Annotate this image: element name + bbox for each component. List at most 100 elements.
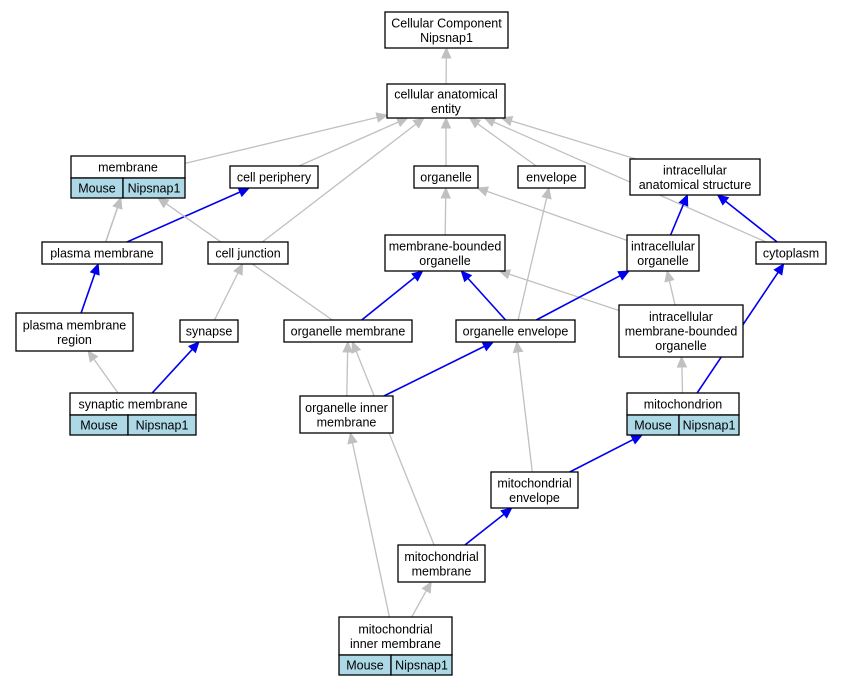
node-box-oim (299, 395, 394, 434)
edge-arrowhead-15 (233, 262, 244, 276)
node-box-celljunction (207, 241, 289, 265)
node-plasmamembrane[interactable]: plasma membrane (41, 241, 163, 265)
edge-orgenvelope-to-intraorg (535, 270, 631, 321)
edge-orgenvelope-to-envelope (517, 186, 552, 321)
edge-arrowhead-29 (351, 340, 362, 354)
edge-cellperiphery-to-cae (298, 117, 409, 167)
node-box-mitomem (397, 544, 486, 583)
edge-line-14 (151, 348, 193, 394)
annotation-cell-synmembrane-1 (127, 414, 197, 436)
edge-line-33 (464, 513, 505, 546)
node-orgenvelope[interactable]: organelle envelope (455, 319, 576, 343)
edge-synmembrane-to-synapse (151, 341, 200, 394)
node-label-mim-0: mitochondrial (358, 622, 432, 636)
node-envelope[interactable]: envelope (517, 165, 586, 189)
node-box-root (384, 11, 509, 49)
node-orgmembrane[interactable]: organelle membrane (283, 319, 413, 343)
annotation-label-synmembrane-1: Nipsnap1 (136, 419, 189, 433)
edge-arrowhead-22 (460, 270, 473, 283)
edge-mim-to-oim (347, 431, 391, 618)
node-label-ias-1: anatomical structure (639, 178, 752, 192)
node-label-imbo-1: membrane-bounded (625, 325, 738, 339)
node-box-orgmembrane (283, 319, 413, 343)
annotation-cell-mito-1 (678, 414, 740, 436)
annotation-label-mim-0: Mouse (346, 659, 384, 673)
node-cellperiphery[interactable]: cell periphery (229, 165, 319, 189)
node-label-mitoenv-0: mitochondrial (497, 476, 571, 490)
edge-line-35 (351, 442, 391, 618)
edge-line-21 (361, 276, 416, 321)
edge-line-25 (668, 280, 676, 306)
node-label-plasmamembrane-0: plasma membrane (50, 247, 154, 261)
edge-arrowhead-1 (375, 112, 389, 123)
edge-imbo-to-mbo (498, 269, 620, 312)
edge-organelle-to-cae (440, 116, 452, 166)
edges-layer (80, 46, 785, 618)
edge-line-16 (444, 197, 447, 236)
node-cytoplasm[interactable]: cytoplasm (755, 241, 827, 265)
node-organelle[interactable]: organelle (413, 165, 479, 189)
edge-cae-to-root (441, 46, 452, 85)
node-label-cae-0: cellular anatomical (394, 87, 498, 101)
edge-arrowhead-8 (237, 187, 251, 198)
node-synapse[interactable]: synapse (179, 319, 239, 343)
node-label-root-0: Cellular Component (391, 16, 502, 30)
annotation-label-membrane-1: Nipsnap1 (128, 182, 181, 196)
edge-arrowhead-13 (87, 350, 99, 363)
edge-line-34 (411, 590, 427, 618)
edge-arrowhead-10 (112, 196, 123, 210)
edge-arrowhead-30 (481, 341, 495, 352)
edge-line-26 (681, 366, 684, 394)
edge-intraorg-to-organelle (476, 186, 628, 242)
node-box-orgenvelope (455, 319, 576, 343)
edge-arrowhead-34 (421, 580, 432, 594)
edge-line-12 (80, 273, 96, 314)
edge-line-13 (93, 358, 119, 394)
edge-oim-to-orgmembrane (342, 340, 353, 397)
node-box-mbo (384, 234, 506, 272)
edge-celljunction-to-cae (261, 117, 425, 243)
annotation-label-membrane-0: Mouse (78, 182, 116, 196)
edge-arrowhead-28 (342, 340, 353, 353)
node-label-mbo-0: membrane-bounded (389, 239, 502, 253)
edge-synapse-to-celljunction (213, 262, 244, 321)
node-label-cytoplasm-0: cytoplasm (763, 247, 819, 261)
edge-orgenvelope-to-mbo (460, 270, 507, 321)
node-celljunction[interactable]: cell junction (207, 241, 289, 265)
edge-line-28 (346, 351, 349, 397)
edge-line-6 (511, 120, 637, 160)
node-label-synmembrane-0: synaptic membrane (78, 398, 187, 412)
node-label-mitoenv-1: envelope (509, 491, 560, 505)
node-label-orgmembrane-0: organelle membrane (291, 325, 406, 339)
edge-intraorg-to-ias (669, 193, 689, 236)
edge-line-32 (569, 438, 634, 473)
node-label-oim-1: membrane (317, 415, 377, 429)
node-box-plasmamembrane (41, 241, 163, 265)
annotation-label-synmembrane-0: Mouse (80, 419, 118, 433)
node-label-mim-1: inner membrane (350, 637, 441, 651)
edge-arrowhead-33 (500, 507, 513, 519)
node-box-cellperiphery (229, 165, 319, 189)
edge-pmr-to-plasmamembrane (80, 262, 100, 314)
edge-ias-to-cae (500, 116, 637, 160)
edge-line-20 (725, 200, 778, 243)
edge-mito-to-imbo (676, 355, 688, 394)
node-label-oim-0: organelle inner (305, 401, 388, 415)
edge-arrowhead-18 (541, 186, 552, 200)
edge-line-3 (261, 123, 417, 243)
